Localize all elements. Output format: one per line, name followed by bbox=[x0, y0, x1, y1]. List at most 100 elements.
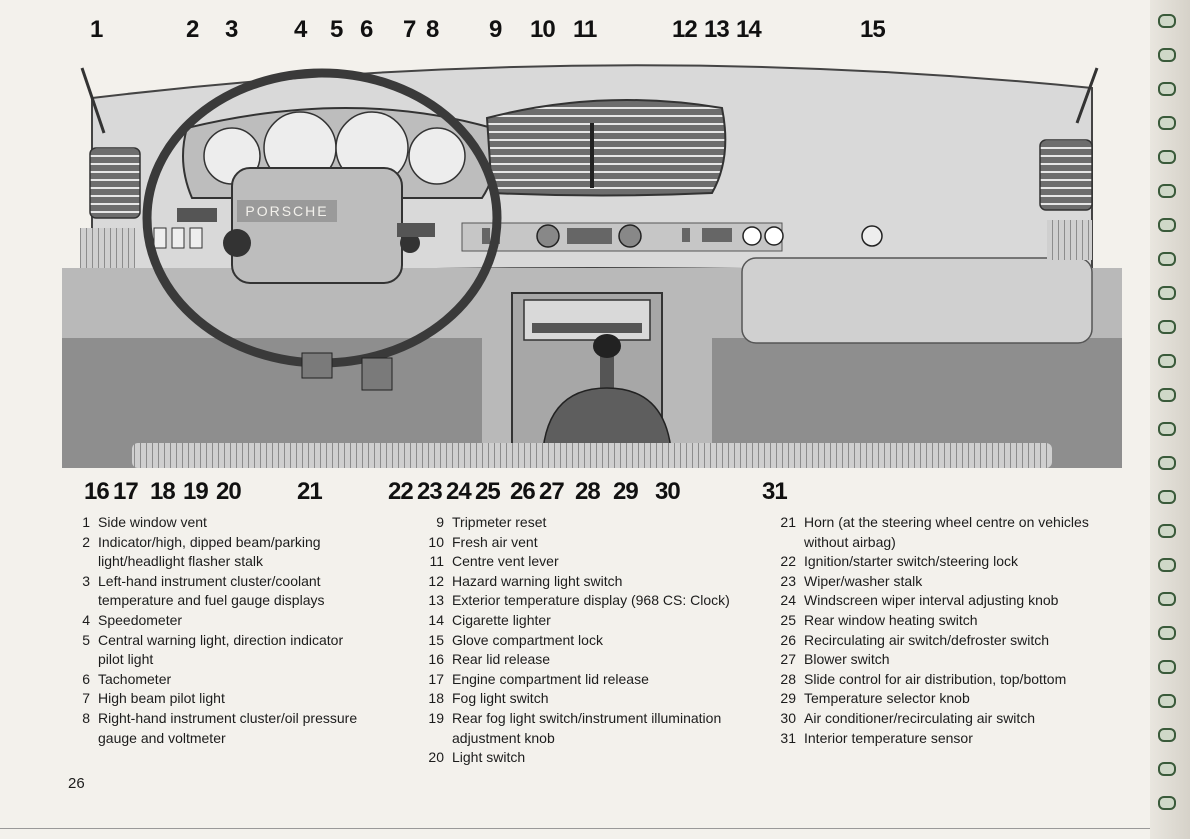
callout-6: 6 bbox=[360, 16, 373, 43]
legend-number: 12 bbox=[428, 572, 444, 589]
callout-23: 23 bbox=[417, 478, 443, 505]
binder-ring bbox=[1158, 558, 1176, 572]
callout-22: 22 bbox=[388, 478, 414, 505]
legend-text: High beam pilot light bbox=[98, 690, 225, 707]
binder-ring bbox=[1158, 184, 1176, 198]
callout-20: 20 bbox=[216, 478, 242, 505]
legend-text: Fog light switch bbox=[452, 690, 549, 707]
callout-17: 17 bbox=[113, 478, 139, 505]
legend-number: 13 bbox=[428, 592, 444, 609]
binder-ring bbox=[1158, 626, 1176, 640]
legend-text: Cigarette lighter bbox=[452, 611, 551, 628]
legend-item-19: 19 Rear fog light switch/instrument illum… bbox=[420, 709, 765, 748]
callout-4: 4 bbox=[294, 16, 307, 43]
callout-15: 15 bbox=[860, 16, 886, 43]
legend-number: 16 bbox=[428, 651, 444, 668]
callout-21: 21 bbox=[297, 478, 323, 505]
legend-text: Ignition/starter switch/steering lock bbox=[804, 553, 1018, 570]
legend-text: Rear fog light switch/instrument illumin… bbox=[452, 709, 722, 746]
legend-number: 8 bbox=[82, 709, 90, 726]
legend-text: Central warning light, direction indicat… bbox=[98, 631, 344, 668]
legend-text: Rear lid release bbox=[452, 651, 551, 668]
binder-ring bbox=[1158, 388, 1176, 402]
callout-1: 1 bbox=[90, 16, 103, 43]
legend-item-27: 27 Blower switch bbox=[772, 650, 1112, 670]
callout-30: 30 bbox=[655, 478, 681, 505]
legend-number: 9 bbox=[436, 514, 444, 530]
binder-ring bbox=[1158, 150, 1176, 164]
legend-text: Horn (at the steering wheel centre on ve… bbox=[804, 514, 1089, 550]
callout-28: 28 bbox=[575, 478, 601, 505]
legend-text: Engine compartment lid release bbox=[452, 670, 649, 687]
legend-number: 30 bbox=[780, 709, 796, 726]
legend-item-17: 17 Engine compartment lid release bbox=[420, 670, 765, 690]
callout-5: 5 bbox=[330, 16, 343, 43]
bottom-rule bbox=[0, 828, 1150, 829]
legend-item-23: 23 Wiper/washer stalk bbox=[772, 572, 1112, 592]
legend-item-9: 9 Tripmeter reset bbox=[420, 513, 765, 533]
callout-12: 12 bbox=[672, 16, 698, 43]
legend-text: Right-hand instrument cluster/oil pressu… bbox=[98, 709, 358, 746]
legend-number: 10 bbox=[428, 533, 444, 550]
legend-item-7: 7 High beam pilot light bbox=[66, 689, 366, 709]
callout-10: 10 bbox=[530, 16, 556, 43]
legend-number: 27 bbox=[780, 651, 796, 668]
legend-number: 26 bbox=[780, 631, 796, 648]
binder-ring bbox=[1158, 592, 1176, 606]
steering-badge: PORSCHE bbox=[245, 203, 328, 219]
binder-ring bbox=[1158, 796, 1176, 810]
callout-31: 31 bbox=[762, 478, 788, 505]
legend-number: 6 bbox=[82, 670, 90, 687]
legend-text: Side window vent bbox=[98, 514, 207, 530]
legend-number: 14 bbox=[428, 611, 444, 628]
legend-text: Blower switch bbox=[804, 651, 890, 668]
legend-number: 17 bbox=[428, 670, 444, 687]
binder-ring bbox=[1158, 286, 1176, 300]
binder-ring bbox=[1158, 728, 1176, 742]
binder-ring bbox=[1158, 48, 1176, 62]
binder-ring bbox=[1158, 524, 1176, 538]
legend-text: Exterior temperature display (968 CS: Cl… bbox=[452, 592, 730, 609]
legend-number: 1 bbox=[82, 514, 90, 530]
binder-ring bbox=[1158, 82, 1176, 96]
legend-number: 24 bbox=[780, 592, 796, 609]
binder-ring bbox=[1158, 422, 1176, 436]
legend-number: 7 bbox=[82, 690, 90, 707]
callout-13: 13 bbox=[704, 16, 730, 43]
legend-text: Speedometer bbox=[98, 611, 183, 628]
callout-29: 29 bbox=[613, 478, 639, 505]
legend-text: Windscreen wiper interval adjusting knob bbox=[804, 592, 1059, 609]
legend-item-8: 8 Right-hand instrument cluster/oil press… bbox=[66, 709, 366, 748]
binder-ring bbox=[1158, 320, 1176, 334]
legend-text: Slide control for air distribution, top/… bbox=[804, 670, 1067, 687]
callout-2: 2 bbox=[186, 16, 199, 43]
callout-18: 18 bbox=[150, 478, 176, 505]
legend-text: Rear window heating switch bbox=[804, 611, 978, 628]
legend-text: Glove compartment lock bbox=[452, 631, 603, 648]
binder-ring bbox=[1158, 218, 1176, 232]
callout-11: 11 bbox=[573, 16, 597, 43]
legend-number: 5 bbox=[82, 631, 90, 648]
legend-number: 19 bbox=[428, 709, 444, 726]
binder-ring bbox=[1158, 762, 1176, 776]
legend-text: Fresh air vent bbox=[452, 533, 538, 550]
legend-item-5: 5 Central warning light, direction indica… bbox=[66, 631, 366, 670]
legend-text: Wiper/washer stalk bbox=[804, 572, 923, 589]
legend-text: Indicator/high, dipped beam/parking ligh… bbox=[98, 533, 321, 570]
legend-text: Tripmeter reset bbox=[452, 514, 547, 530]
dashboard-illustration: PORSCHE bbox=[62, 48, 1122, 468]
legend-text: Hazard warning light switch bbox=[452, 572, 623, 589]
legend-item-10: 10 Fresh air vent bbox=[420, 533, 765, 553]
legend-item-24: 24 Windscreen wiper interval adjusting kn… bbox=[772, 591, 1112, 611]
legend-number: 23 bbox=[780, 572, 796, 589]
callout-9: 9 bbox=[489, 16, 502, 43]
